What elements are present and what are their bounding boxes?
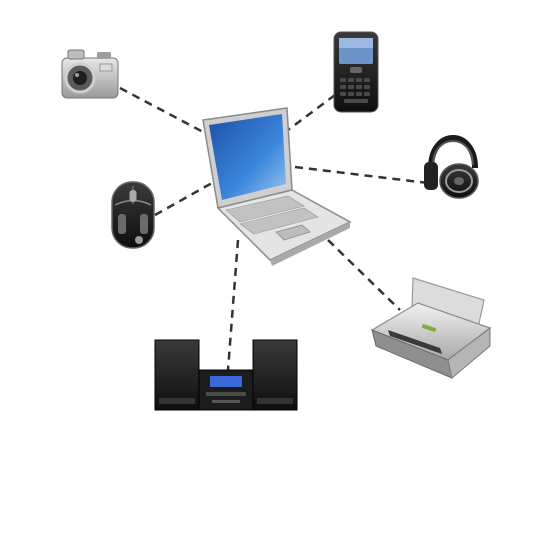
link-headphones [294, 165, 429, 185]
laptop-icon [202, 107, 352, 266]
link-phone [287, 93, 336, 132]
wireless-mouse-icon [111, 181, 155, 249]
link-camera [119, 86, 206, 135]
stereo-system-icon [154, 339, 298, 411]
smartphone-icon [333, 31, 379, 113]
headphones-icon [424, 135, 479, 199]
link-mouse [154, 181, 213, 217]
digital-camera-icon [61, 49, 119, 99]
link-stereo [226, 239, 240, 371]
link-printer [327, 239, 401, 311]
connection-links [119, 86, 429, 371]
printer-icon [370, 277, 492, 379]
